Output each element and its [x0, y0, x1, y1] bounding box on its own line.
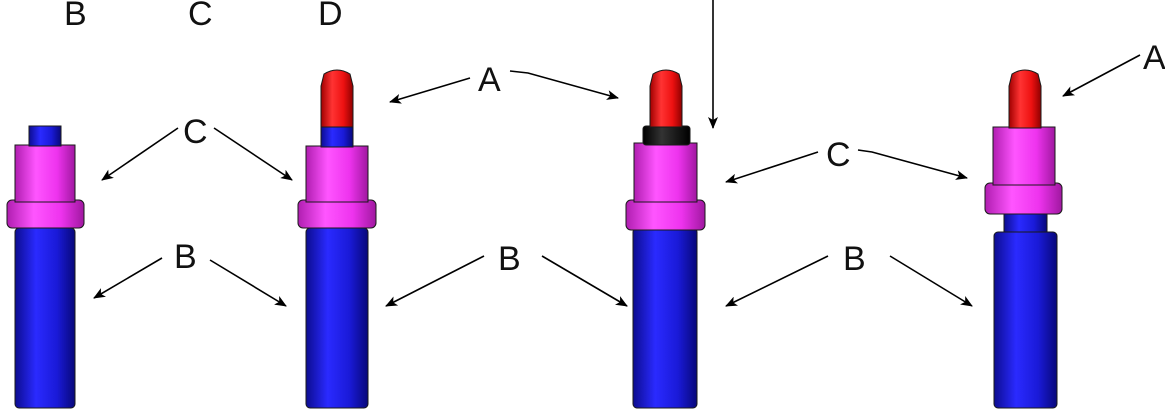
connector-2 — [297, 69, 377, 409]
arrow-c-to-connector-3 — [725, 151, 819, 184]
arrow-c-to-connector-1 — [101, 127, 179, 181]
connector-1-collar — [14, 144, 76, 203]
connector-3-collar-flange — [625, 199, 706, 231]
connector-3 — [625, 69, 706, 409]
header-label-d: D — [318, 0, 343, 33]
arrow-b-right-to-connector-4 — [889, 255, 973, 307]
connector-4-collar-flange — [984, 182, 1063, 215]
connector-4-body — [993, 231, 1058, 409]
header-labels: B C D — [64, 0, 343, 33]
label-b-left: B — [174, 238, 197, 276]
connector-2-pin — [320, 125, 354, 148]
label-a-right: A — [1143, 39, 1165, 77]
arrow-a-to-connector-3 — [509, 70, 619, 100]
connector-2-tip — [320, 69, 354, 128]
arrow-b-to-connector-2 — [209, 259, 287, 307]
connector-3-tip — [649, 69, 683, 128]
connector-4-tip — [1008, 69, 1042, 129]
connector-1-body — [14, 227, 76, 409]
arrow-b-to-connector-1 — [93, 257, 163, 299]
arrow-b-mid-to-connector-3 — [541, 255, 628, 307]
label-b-right: B — [843, 240, 866, 278]
arrow-c-to-connector-2 — [213, 127, 293, 181]
connector-4-neck — [1003, 213, 1048, 233]
arrow-b-right-to-connector-3 — [725, 255, 829, 307]
label-c-left: C — [183, 113, 208, 151]
connector-4 — [984, 69, 1063, 409]
arrow-c-to-connector-4 — [857, 149, 968, 180]
connector-2-body — [305, 227, 369, 409]
connector-2-collar — [305, 145, 369, 203]
connector-2-collar-flange — [297, 199, 377, 229]
connector-1-pin — [28, 125, 62, 147]
arrow-a-to-connector-4 — [1062, 54, 1141, 97]
connector-3-collar — [633, 142, 698, 203]
arrow-a-to-connector-2 — [389, 77, 471, 104]
connector-1 — [6, 125, 85, 409]
connector-3-body — [632, 227, 698, 409]
label-a-center: A — [478, 61, 501, 99]
connector-3-ring — [642, 125, 691, 146]
connector-1-collar-flange — [6, 199, 85, 229]
connector-4-collar — [992, 126, 1056, 186]
arrow-b-mid-to-connector-2 — [385, 255, 485, 307]
header-label-c: C — [188, 0, 213, 33]
label-b-mid: B — [498, 240, 521, 278]
leader-arrows — [93, 54, 1141, 307]
label-c-right: C — [826, 136, 851, 174]
header-label-b: B — [64, 0, 87, 33]
